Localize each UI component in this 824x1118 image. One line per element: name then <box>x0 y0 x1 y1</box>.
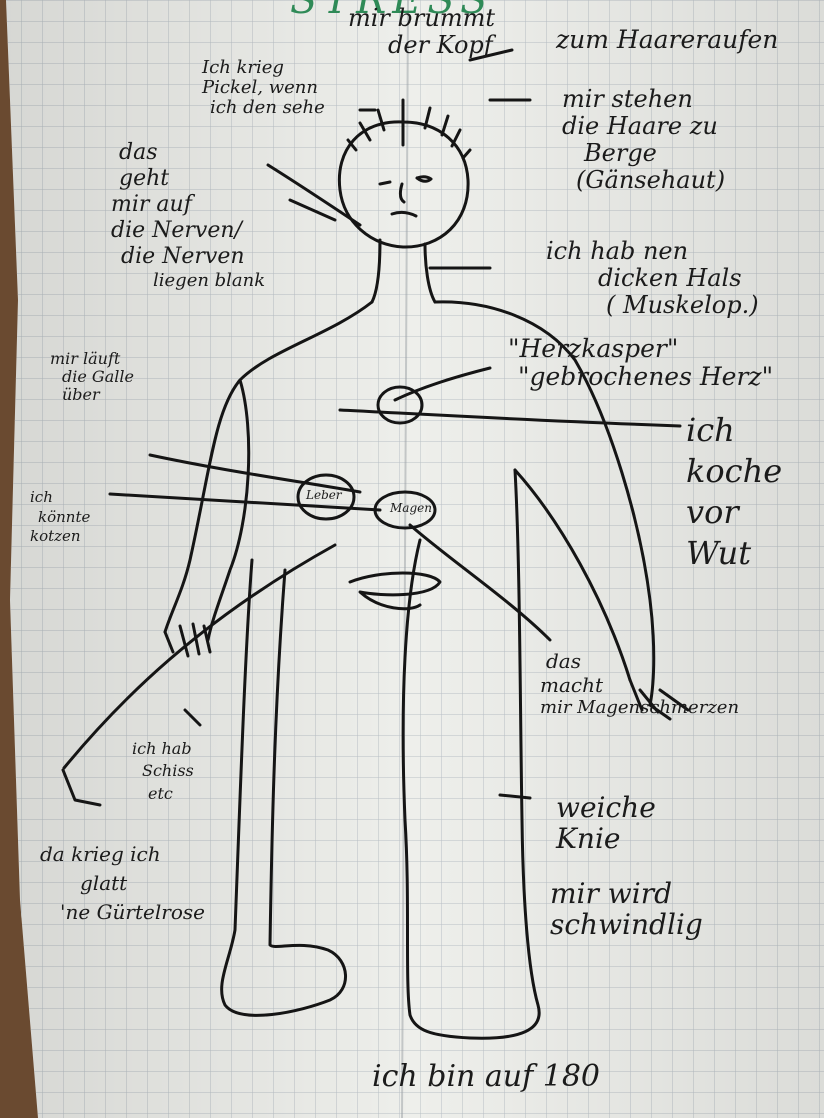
footer-text: ich bin auf 180 <box>372 1060 600 1094</box>
label-gall: mir läuft die Galle über <box>50 350 134 404</box>
label-dizzy: mir wird schwindlig <box>550 878 703 941</box>
label-head: mir brummt der Kopf <box>348 5 495 59</box>
label-shingles: da krieg ich glatt 'ne Gürtelrose <box>40 840 205 927</box>
label-vomit: ich könnte kotzen <box>30 488 90 547</box>
label-heart: "Herzkasper" "gebrochenes Herz" <box>508 335 773 391</box>
label-diarrhea: ich hab Schiss etc <box>132 738 194 805</box>
organ-stomach-label: Magen <box>390 502 432 515</box>
label-nerves: das geht mir auf die Nerven/ die Nerven … <box>105 140 265 291</box>
label-stomach-ache: das macht mir Magenschmerzen <box>540 650 739 718</box>
label-hair-pull: zum Haareraufen <box>556 26 778 54</box>
label-hair-stand: mir stehen die Haare zu Berge (Gänsehaut… <box>562 86 725 194</box>
label-knees: weiche Knie <box>556 792 656 855</box>
organ-left-label: Leber <box>306 489 342 502</box>
label-rage: ich koche vor Wut <box>686 410 782 574</box>
label-pimples: Ich krieg Pickel, wenn ich den sehe <box>202 58 325 118</box>
label-neck: ich hab nen dicken Hals ( Muskelop.) <box>546 238 759 319</box>
